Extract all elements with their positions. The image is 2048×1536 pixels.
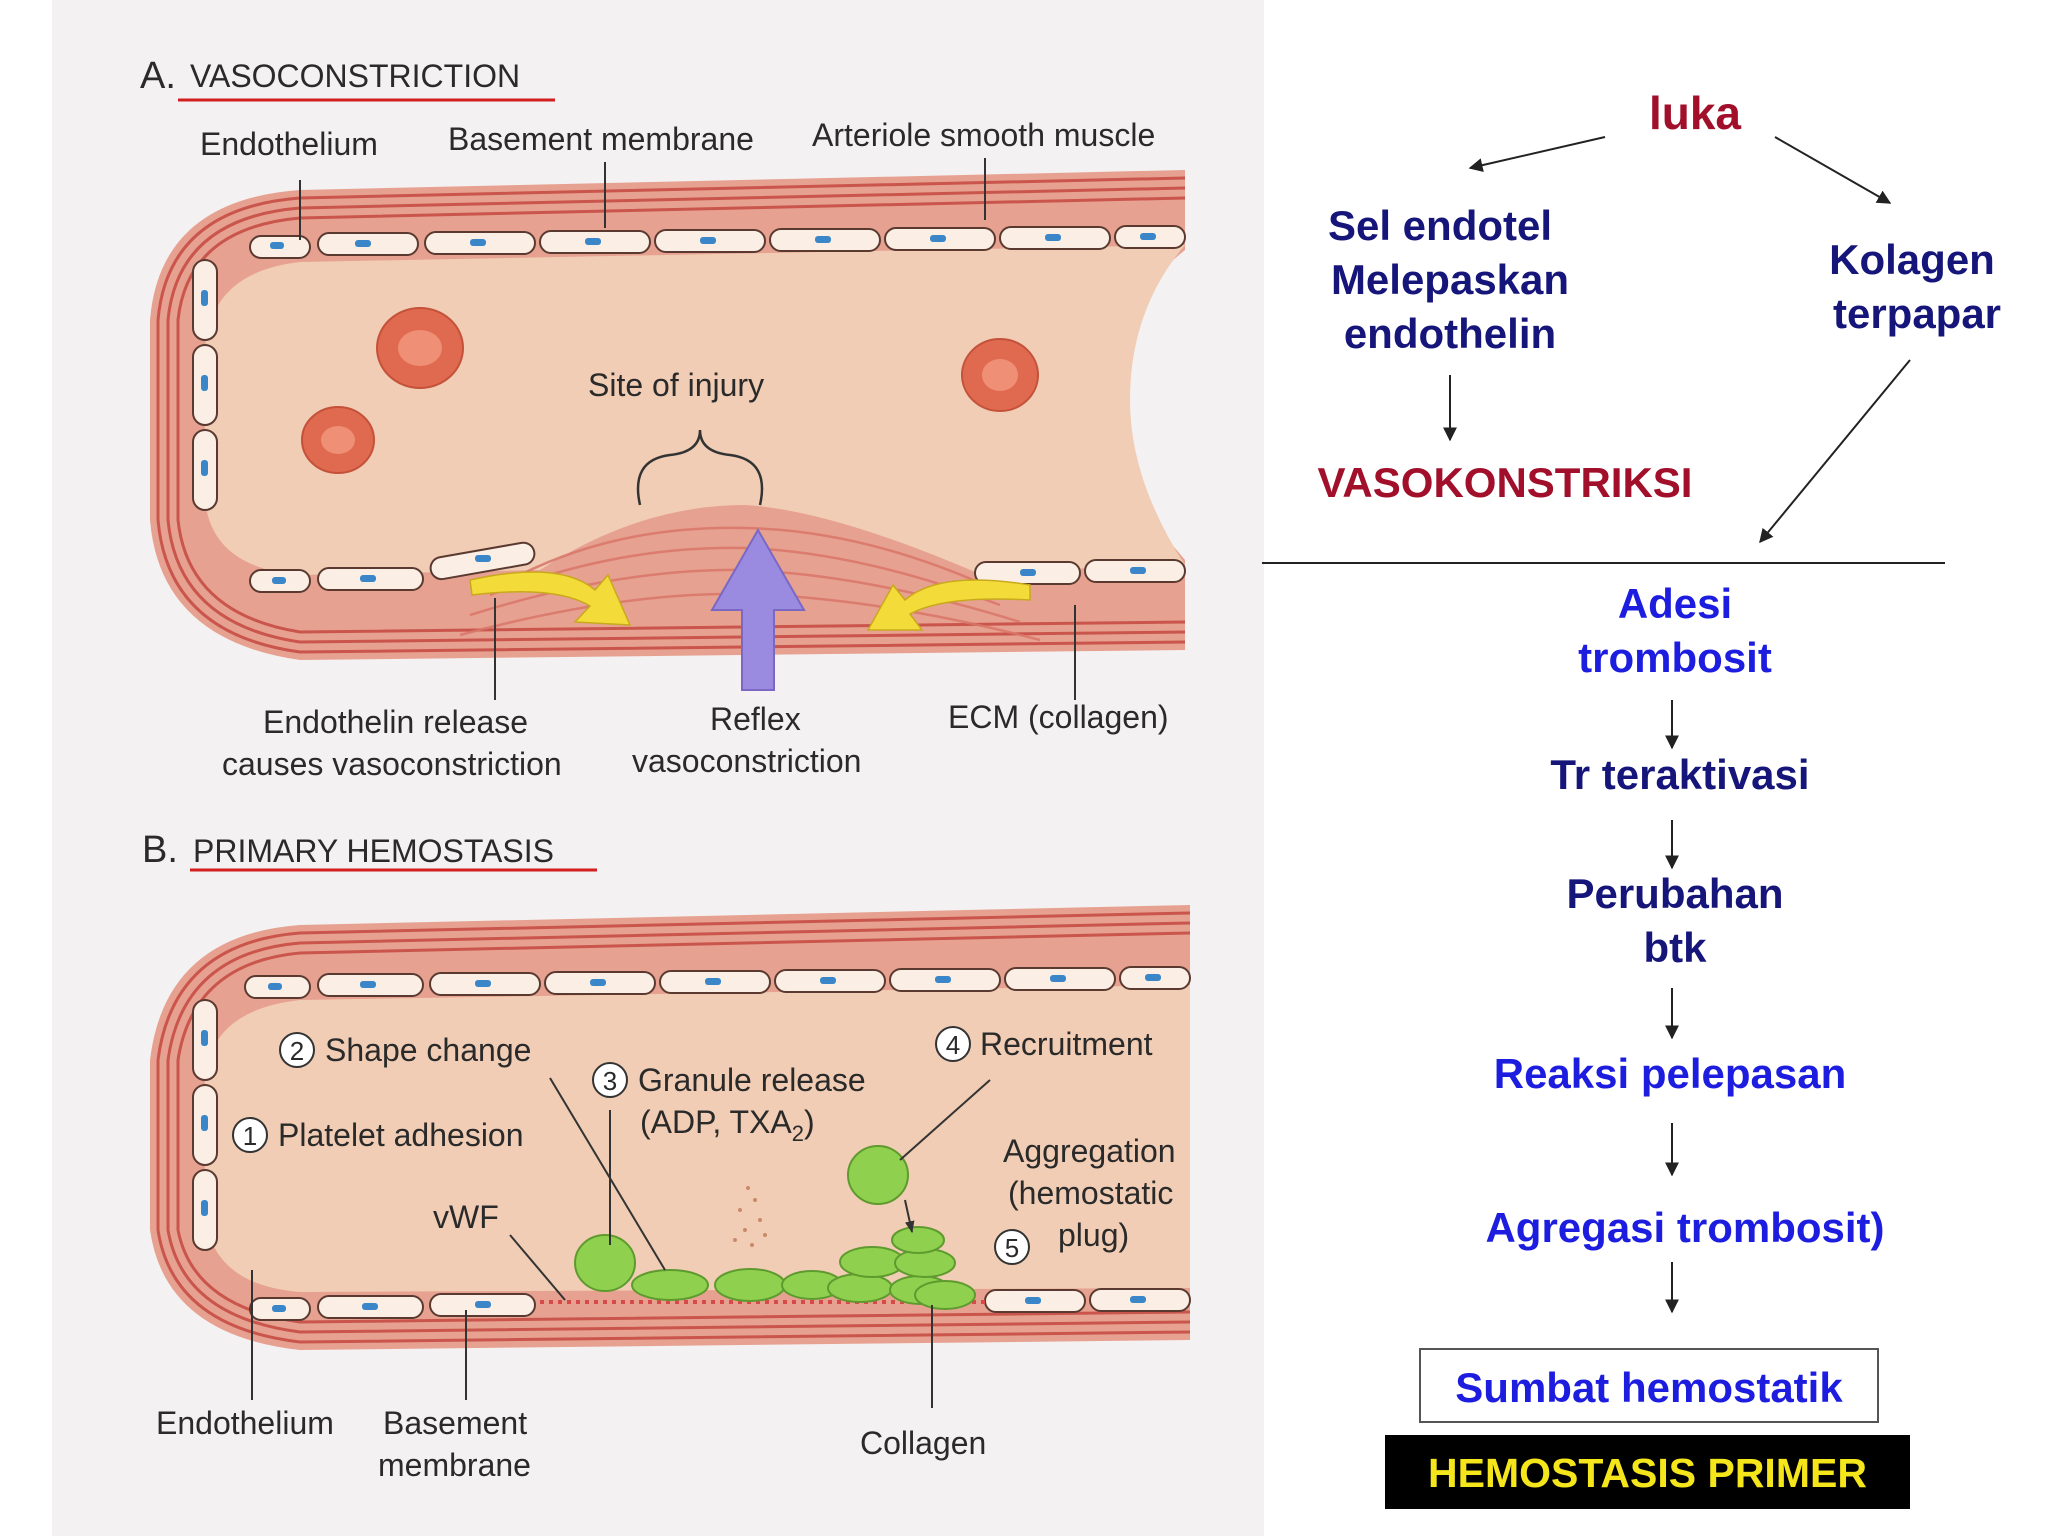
label-endothelium-b: Endothelium [156, 1405, 334, 1441]
panel-a-title: VASOCONSTRICTION [190, 58, 520, 94]
step-2-circle [279, 1032, 315, 1068]
endothelin-arrow-left [469, 571, 632, 626]
step-3-circle [592, 1062, 628, 1098]
flow-sumbat-hemostatik: Sumbat hemostatik [1455, 1364, 1843, 1411]
flow-sel-line1: Sel endotel [1327, 202, 1553, 249]
label-granule-release: Granule release [638, 1062, 866, 1098]
reflex-arrow [710, 527, 806, 691]
flow-adesi-line2: trombosit [1578, 634, 1772, 681]
panel-a-letter: A. [140, 55, 176, 97]
step-4-number: 4 [946, 1030, 960, 1060]
step-5-number: 5 [1005, 1233, 1019, 1263]
flow-adesi-line1: Adesi [1617, 580, 1733, 627]
label-vwf: vWF [433, 1199, 499, 1235]
flow-perubahan-line1: Perubahan [1566, 870, 1784, 917]
label-plug: plug) [1058, 1217, 1129, 1253]
flow-agregasi-trombosit: Agregasi trombosit) [1485, 1204, 1885, 1251]
injury-brace [636, 429, 764, 506]
label-basement-b-line1: Basement [383, 1405, 527, 1441]
label-endothelin-line1: Endothelin release [263, 704, 528, 740]
label-endothelin-line2: causes vasoconstriction [222, 746, 562, 782]
label-adp-txa: (ADP, TXA2) [640, 1104, 815, 1146]
sumbat-box [1419, 1348, 1879, 1423]
label-reflex-line2: vasoconstriction [632, 743, 861, 779]
panel-b-letter: B. [142, 829, 178, 871]
flow-sel-line2: Melepaskan [1330, 256, 1570, 303]
step-5-circle [994, 1229, 1030, 1265]
flow-tr-teraktivasi: Tr teraktivasi [1550, 751, 1810, 798]
step-1-number: 1 [243, 1121, 257, 1151]
label-reflex-line1: Reflex [710, 701, 801, 737]
flow-vasokonstriksi: VASOKONSTRIKSI [1317, 459, 1693, 506]
label-shape-change: Shape change [325, 1032, 531, 1068]
arrow-luka-to-kolagen [1774, 136, 1892, 204]
label-collagen: Collagen [860, 1425, 986, 1461]
flow-sel-line3: endothelin [1343, 310, 1557, 357]
flow-hemostasis-primer: HEMOSTASIS PRIMER [1428, 1450, 1867, 1496]
arrow-luka-to-sel [1468, 136, 1606, 173]
flow-kolagen-line2: terpapar [1832, 290, 2002, 337]
step-1-circle [232, 1117, 268, 1153]
endothelin-arrow-right [866, 579, 1031, 631]
label-basement-b-line2: membrane [378, 1447, 531, 1483]
label-basement-membrane-a: Basement membrane [448, 121, 754, 157]
arrow-kolagen-to-adesi [1759, 359, 1911, 544]
step-4-circle [935, 1026, 971, 1062]
step-2-number: 2 [290, 1036, 304, 1066]
label-platelet-adhesion: Platelet adhesion [278, 1117, 524, 1153]
platelets [574, 1145, 976, 1310]
label-hemostatic: (hemostatic [1008, 1175, 1173, 1211]
label-endothelium-a: Endothelium [200, 126, 378, 162]
label-site-of-injury: Site of injury [588, 367, 764, 403]
panel-b-vessel [150, 905, 1191, 1408]
label-aggregation: Aggregation [1003, 1133, 1176, 1169]
panel-b-title: PRIMARY HEMOSTASIS [193, 833, 554, 869]
flow-luka: luka [1648, 87, 1742, 139]
step-3-number: 3 [603, 1066, 617, 1096]
flow-kolagen-line1: Kolagen [1829, 236, 1995, 283]
flow-reaksi-pelepasan: Reaksi pelepasan [1493, 1050, 1847, 1097]
label-arteriole-smooth-muscle: Arteriole smooth muscle [812, 117, 1155, 153]
panel-a-vessel [150, 158, 1186, 700]
label-recruitment: Recruitment [980, 1026, 1153, 1062]
primer-badge [1385, 1435, 1910, 1509]
label-ecm-collagen: ECM (collagen) [948, 699, 1169, 735]
flow-perubahan-line2: btk [1643, 924, 1707, 971]
